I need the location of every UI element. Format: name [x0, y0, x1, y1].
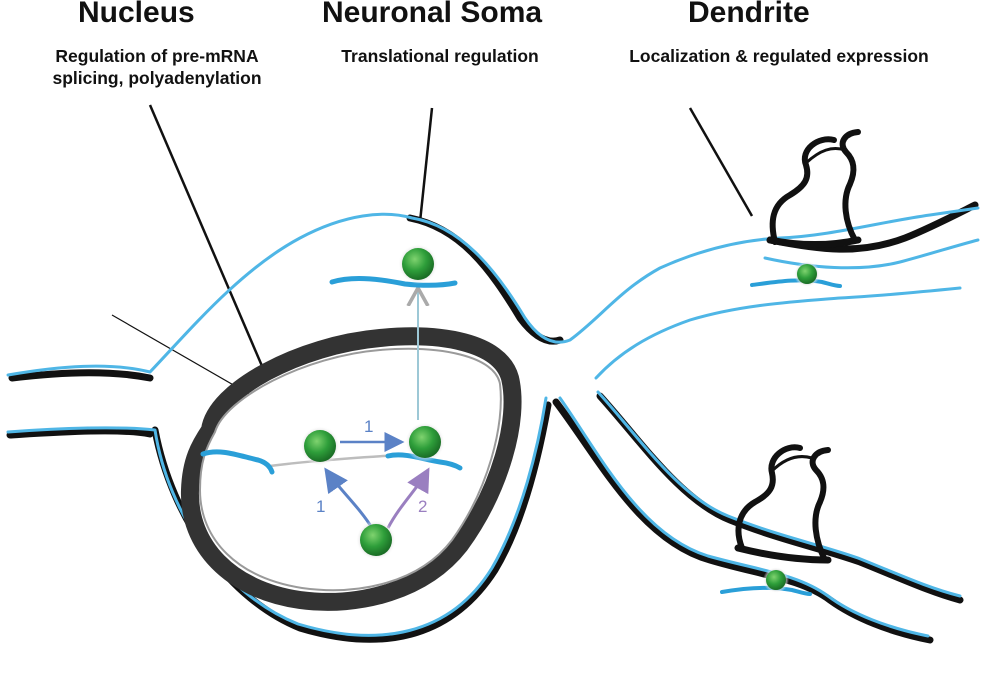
- rbp-proteins: [300, 244, 445, 560]
- label-arrow-right: 2: [418, 497, 427, 516]
- soma-leader-line: [418, 107, 434, 223]
- dendrite-leader-line: [688, 107, 754, 217]
- soma-title: Neuronal Soma: [322, 0, 543, 29]
- dendrite-title: Dendrite: [688, 0, 810, 29]
- arrow-right-2: [386, 467, 430, 529]
- pre-mrna-blue-left: [200, 449, 275, 475]
- nucleus-leader-line: [148, 104, 270, 381]
- nuclear-envelope-inner: [198, 347, 502, 592]
- soma-mrna: [329, 276, 458, 288]
- protein-nucleus-left: [300, 426, 340, 466]
- dendrite-subtitle: Localization & regulated expression: [629, 46, 929, 66]
- nucleus-subtitle-line1: Regulation of pre-mRNA: [55, 46, 259, 66]
- label-arrow-top: 1: [364, 417, 373, 436]
- protein-dendrite-lower: [763, 567, 789, 593]
- nuclear-envelope: [180, 327, 522, 611]
- protein-nucleus-right: [405, 422, 445, 462]
- dendritic-spine-lower: [734, 444, 832, 564]
- dendrite-lower-mrna: [720, 585, 812, 596]
- nucleus-subtitle: Regulation of pre-mRNA splicing, polyade…: [22, 45, 292, 89]
- label-arrow-left: 1: [316, 497, 325, 516]
- soma-subtitle: Translational regulation: [341, 46, 539, 66]
- dendrite-upper-mrna: [750, 278, 842, 288]
- dendritic-spine-upper: [766, 129, 862, 248]
- nucleus-title: Nucleus: [78, 0, 195, 29]
- protein-nucleus-bottom: [356, 520, 396, 560]
- protein-soma: [398, 244, 438, 284]
- mrna-blue-right: [385, 452, 463, 471]
- protein-dendrite-upper: [794, 261, 820, 287]
- nucleus-subtitle-line2: splicing, polyadenylation: [52, 68, 262, 88]
